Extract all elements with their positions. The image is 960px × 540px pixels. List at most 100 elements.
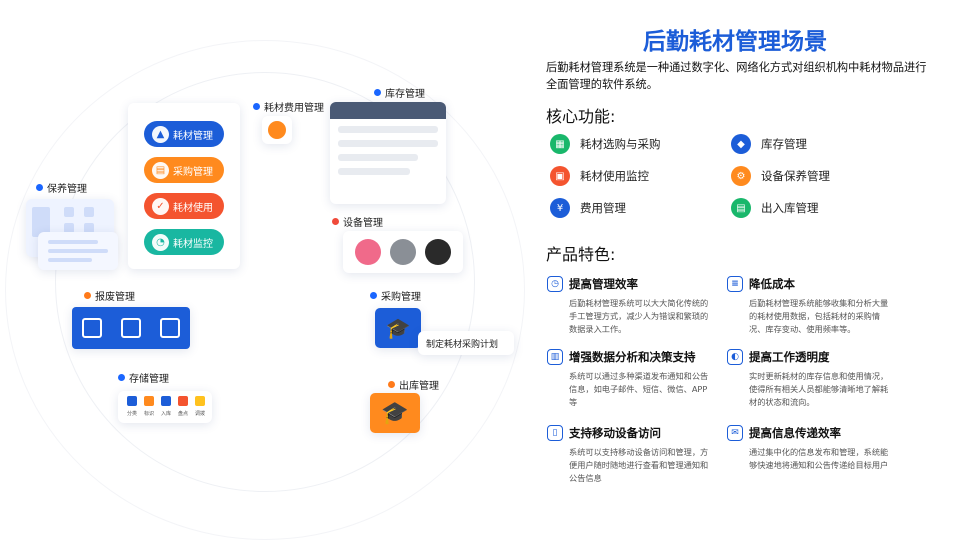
storage-item-label: 调拨 bbox=[194, 411, 205, 417]
pill-monitor[interactable]: ◔ 耗材监控 bbox=[144, 229, 224, 255]
placeholder-block bbox=[48, 249, 108, 253]
avatar bbox=[389, 239, 416, 265]
feature-desc: 后勤耗材管理系统能够收集和分析大量的耗材使用数据，包括耗材的采购情况、库存变动、… bbox=[749, 298, 889, 334]
core-function-item: ⚙设备保养管理 bbox=[731, 166, 830, 186]
bullet-dot bbox=[370, 292, 377, 299]
label-text: 报废管理 bbox=[95, 292, 135, 303]
label-maintenance: 保养管理 bbox=[36, 180, 87, 195]
pill-label: 耗材监控 bbox=[173, 238, 213, 250]
label-text: 采购管理 bbox=[381, 292, 421, 303]
placeholder-line bbox=[338, 154, 418, 161]
maintenance-card-front bbox=[38, 232, 118, 270]
feature-title: 提高管理效率 bbox=[569, 277, 638, 291]
feature-item: ≡降低成本 后勤耗材管理系统能够收集和分析大量的耗材使用数据，包括耗材的采购情况… bbox=[727, 276, 897, 336]
features-heading: 产品特色: bbox=[546, 245, 616, 264]
cap-icon: ▲ bbox=[152, 125, 169, 143]
mail-icon: ✉ bbox=[727, 425, 743, 441]
intro-paragraph: 后勤耗材管理系统是一种通过数字化、网络化方式对组织机构中耗材物品进行全面管理的软… bbox=[546, 61, 927, 91]
pill-label: 耗材管理 bbox=[173, 130, 213, 142]
core-function-item: ¥ 费用管理 bbox=[550, 198, 626, 218]
shield-check-icon: ✓ bbox=[152, 197, 169, 215]
label-stock: 库存管理 bbox=[374, 85, 425, 100]
label-storage: 存储管理 bbox=[118, 370, 169, 385]
boxes-icon: ◆ bbox=[731, 134, 751, 154]
box-icon bbox=[81, 318, 102, 338]
core-functions-heading: 核心功能: bbox=[546, 107, 616, 126]
avatar bbox=[355, 239, 382, 265]
plan-text: 制定耗材采购计划 bbox=[426, 339, 499, 350]
swatch-inbound bbox=[161, 396, 171, 406]
storage-card: 分类 标识 入库 盘点 调拨 bbox=[118, 391, 212, 423]
core-function-label: 费用管理 bbox=[580, 201, 626, 215]
core-function-item: ▤ 出入库管理 bbox=[731, 198, 819, 218]
label-text: 保养管理 bbox=[47, 184, 87, 195]
user-icon bbox=[268, 121, 286, 139]
feature-title: 降低成本 bbox=[749, 277, 795, 291]
pill-consumables[interactable]: ▲ 耗材管理 bbox=[144, 121, 224, 147]
swatch-count bbox=[178, 396, 188, 406]
swatch-transfer bbox=[195, 396, 205, 406]
feature-item: ▯支持移动设备访问 系统可以支持移动设备访问和管理，方便用户随时随地进行查看和管… bbox=[547, 425, 717, 485]
pill-purchase[interactable]: ▤采购管理 bbox=[144, 157, 224, 183]
bullet-dot bbox=[36, 184, 43, 191]
storage-item-label: 盘点 bbox=[177, 411, 188, 417]
gauge-icon: ◔ bbox=[152, 233, 169, 251]
label-text: 设备管理 bbox=[343, 218, 383, 229]
label-text: 耗材费用管理 bbox=[264, 103, 324, 114]
placeholder-block bbox=[32, 207, 50, 237]
download-icon bbox=[160, 318, 181, 338]
placeholder-block bbox=[64, 207, 74, 217]
feature-title: 增强数据分析和决策支持 bbox=[569, 350, 696, 364]
feature-desc: 系统可以支持移动设备访问和管理，方便用户随时随地进行查看和管理通知和公告信息 bbox=[569, 447, 709, 483]
feature-desc: 通过集中化的信息发布和管理，系统能够快速地将通知和公告传递给目标用户 bbox=[749, 447, 889, 470]
bullet-dot bbox=[84, 292, 91, 299]
core-function-label: 耗材使用监控 bbox=[580, 169, 649, 183]
bullet-dot bbox=[374, 89, 381, 96]
core-function-item: ◆ 库存管理 bbox=[731, 134, 807, 154]
bullet-dot bbox=[253, 103, 260, 110]
storage-item-label: 分类 bbox=[126, 411, 137, 417]
storage-item-label: 标识 bbox=[143, 411, 154, 417]
swatch-classify bbox=[127, 396, 137, 406]
swatch-mark bbox=[144, 396, 154, 406]
placeholder-block bbox=[84, 223, 94, 233]
menu-card: ▲ 耗材管理 ▤采购管理 ✓ 耗材使用 ◔ 耗材监控 bbox=[128, 103, 240, 269]
bullet-dot bbox=[332, 218, 339, 225]
stock-window-card bbox=[330, 102, 446, 204]
mobile-icon: ▯ bbox=[547, 425, 563, 441]
money-doc-icon: ¥ bbox=[550, 198, 570, 218]
hand-gear-icon: ⚙ bbox=[731, 166, 751, 186]
chart-icon: ▥ bbox=[547, 349, 563, 365]
bullet-dot bbox=[118, 374, 125, 381]
satellite-icon: ◐ bbox=[727, 349, 743, 365]
window-titlebar bbox=[330, 102, 446, 119]
pill-label: 耗材使用 bbox=[173, 202, 213, 214]
monitor-icon: ▣ bbox=[550, 166, 570, 186]
feature-item: ▥ 增强数据分析和决策支持 系统可以通过多种渠道发布通知和公告信息，如电子邮件、短… bbox=[547, 349, 717, 409]
feature-title: 提高工作透明度 bbox=[749, 350, 830, 364]
ledger-icon: ▤ bbox=[731, 198, 751, 218]
core-function-label: 出入库管理 bbox=[761, 201, 819, 215]
page-title: 后勤耗材管理场景 bbox=[643, 29, 827, 55]
core-function-item: ▣ 耗材使用监控 bbox=[550, 166, 649, 186]
feature-desc: 系统可以通过多种渠道发布通知和公告信息，如电子邮件、短信、微信、APP等 bbox=[569, 371, 709, 407]
label-outbound: 出库管理 bbox=[388, 377, 439, 392]
placeholder-line bbox=[338, 168, 410, 175]
label-purchase: 采购管理 bbox=[370, 288, 421, 303]
edit-icon bbox=[120, 318, 141, 338]
bullet-dot bbox=[388, 381, 395, 388]
fee-card bbox=[262, 116, 292, 144]
feature-desc: 实时更新耗材的库存信息和使用情况，使得所有相关人员都能够清晰地了解耗材的状态和流… bbox=[749, 371, 889, 407]
feature-desc: 后勤耗材管理系统可以大大简化传统的手工管理方式，减少人为错误和繁琐的数据录入工作… bbox=[569, 298, 709, 334]
feature-item: ◐ 提高工作透明度 实时更新耗材的库存信息和使用情况，使得所有相关人员都能够清晰地… bbox=[727, 349, 897, 409]
core-function-label: 库存管理 bbox=[761, 137, 807, 151]
purchase-plan-card: 制定耗材采购计划 bbox=[418, 331, 514, 355]
storage-item-label: 入库 bbox=[160, 411, 171, 417]
pill-usage[interactable]: ✓ 耗材使用 bbox=[144, 193, 224, 219]
document-icon: ▤ bbox=[152, 161, 169, 179]
avatar bbox=[424, 239, 451, 265]
feature-item: ◷提高管理效率 后勤耗材管理系统可以大大简化传统的手工管理方式，减少人为错误和繁… bbox=[547, 276, 717, 336]
placeholder-line bbox=[338, 140, 438, 147]
grid-icon: ▦ bbox=[550, 134, 570, 154]
label-scrap: 报废管理 bbox=[84, 288, 135, 303]
